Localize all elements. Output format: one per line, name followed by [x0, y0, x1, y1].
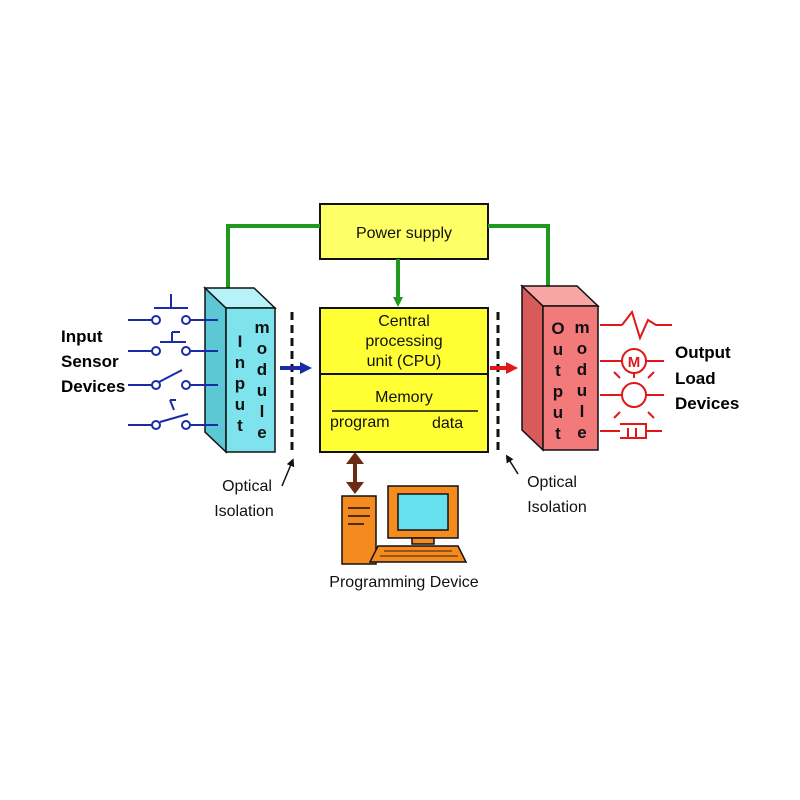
switch-icon [128, 399, 218, 430]
output-devices-line2: Load [675, 369, 716, 388]
heater-icon [600, 309, 672, 341]
isolation-left-line2: Isolation [214, 503, 274, 520]
cpu-label-line3: unit (CPU) [367, 353, 442, 370]
output-module-letter: o [577, 339, 587, 358]
output-module: O u t p u t m o d u l e [520, 284, 600, 452]
power-line-right [488, 224, 553, 301]
output-module-letter: t [555, 424, 561, 443]
motor-icon: M [600, 348, 664, 374]
switch-icon [128, 331, 218, 356]
input-devices-line3: Devices [61, 377, 125, 396]
input-module: I n p u t m o d u l e [203, 286, 277, 454]
input-switches [128, 294, 218, 430]
cpu-block: Central processing unit (CPU) Memory pro… [319, 307, 489, 453]
switch-icon [128, 294, 218, 325]
output-devices-line3: Devices [675, 394, 739, 413]
input-module-letter: I [238, 332, 243, 351]
cpu-programming-link [346, 452, 364, 494]
output-loads: M [600, 309, 672, 439]
output-module-letter: u [553, 403, 563, 422]
input-module-letter: n [235, 353, 245, 372]
input-module-letter: l [260, 402, 265, 421]
input-module-letter: o [257, 339, 267, 358]
output-module-letter: t [555, 361, 561, 380]
output-module-letter: d [577, 360, 587, 379]
output-module-letter: m [574, 318, 589, 337]
memory-program-label: program [330, 414, 390, 431]
isolation-right-line2: Isolation [527, 499, 587, 516]
cpu-label-line2: processing [365, 333, 442, 350]
input-module-letter: u [235, 395, 245, 414]
input-module-letter: u [257, 381, 267, 400]
horn-icon [600, 423, 662, 439]
motor-label: M [628, 354, 641, 371]
output-devices-line1: Output [675, 343, 731, 362]
computer-icon [341, 485, 468, 565]
input-devices-line2: Sensor [61, 352, 119, 371]
isolation-pointer-right [505, 454, 519, 475]
power-supply-block: Power supply [319, 203, 489, 260]
cpu-label-line1: Central [378, 313, 430, 330]
input-module-letter: e [257, 423, 266, 442]
output-module-letter: u [553, 340, 563, 359]
isolation-pointer-left [281, 458, 295, 487]
output-module-letter: p [553, 382, 563, 401]
power-lines [223, 224, 553, 307]
power-supply-label: Power supply [356, 225, 452, 242]
memory-label: Memory [375, 389, 433, 406]
input-module-letter: d [257, 360, 267, 379]
memory-data-label: data [432, 415, 463, 432]
isolation-left-line1: Optical [222, 478, 272, 495]
isolation-right-line1: Optical [527, 474, 577, 491]
input-module-letter: m [254, 318, 269, 337]
input-devices-line1: Input [61, 327, 103, 346]
input-module-letter: p [235, 374, 245, 393]
switch-icon [128, 369, 218, 390]
input-module-letter: t [237, 416, 243, 435]
lamp-icon [600, 371, 664, 419]
output-module-letter: u [577, 381, 587, 400]
programming-device-label: Programming Device [329, 574, 478, 591]
output-module-letter: e [577, 423, 586, 442]
power-line-left [223, 224, 320, 299]
output-module-letter: l [580, 402, 585, 421]
output-module-letter: O [551, 319, 564, 338]
